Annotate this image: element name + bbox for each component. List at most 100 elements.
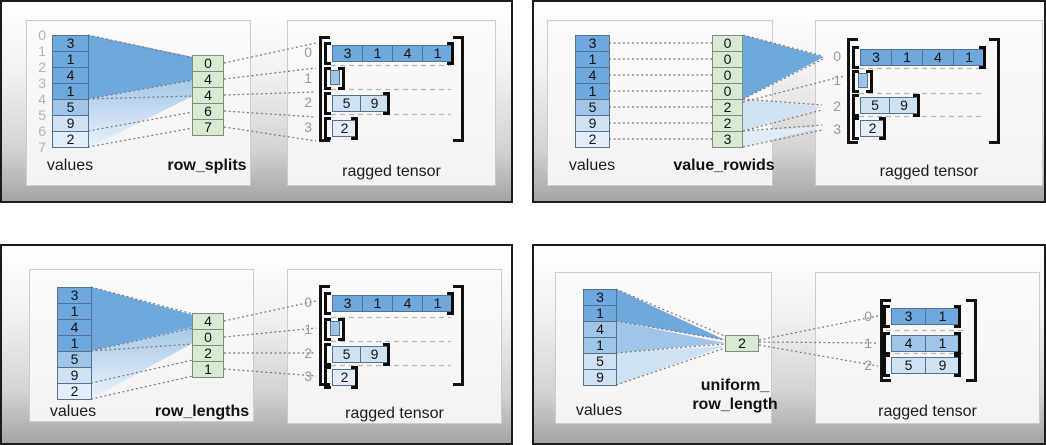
values-cell: 4 — [57, 319, 92, 336]
panel-value-rowids: 3 1 4 1 5 9 2 0 0 0 0 2 2 3 values value… — [532, 0, 1046, 203]
row-bracket-close-icon — [447, 42, 454, 65]
values-cell: 2 — [52, 131, 89, 148]
row-bracket-open-icon — [324, 292, 331, 315]
empty-row-fill — [858, 73, 868, 88]
ragged-tensor-label: ragged tensor — [345, 405, 444, 422]
bracket-close-icon — [453, 285, 464, 386]
row-bracket-open-icon — [324, 67, 331, 90]
row-bracket-open-icon — [324, 42, 331, 65]
values-cell: 1 — [57, 335, 92, 352]
ragged-tensor-label: ragged tensor — [342, 163, 441, 180]
param-cell: 2 — [725, 335, 759, 352]
tensor-cell: 3 — [332, 45, 363, 62]
row-bracket-open-icon — [324, 366, 331, 389]
value-index-label: 0 — [38, 27, 46, 43]
row-index-label: 2 — [864, 357, 872, 373]
param-label: value_rowids — [673, 157, 775, 174]
values-cell: 5 — [52, 99, 89, 116]
values-cell: 1 — [575, 51, 610, 68]
tensor-cell: 1 — [422, 295, 453, 312]
tensor-cell: 4 — [891, 335, 926, 352]
values-cell: 3 — [575, 35, 610, 52]
row-bracket-open-icon — [883, 354, 890, 377]
param-cell: 4 — [192, 87, 224, 104]
ragged-tensor-label: ragged tensor — [879, 163, 979, 180]
values-cell: 1 — [583, 337, 617, 354]
value-index-label: 5 — [38, 107, 46, 123]
param-cell: 4 — [192, 313, 224, 330]
bracket-close-icon — [989, 38, 1000, 144]
param-cell: 0 — [712, 51, 743, 68]
bracket-close-icon — [453, 36, 464, 142]
row-bracket-close-icon — [338, 318, 345, 341]
value-index-label: 3 — [38, 75, 46, 91]
empty-row-fill — [330, 321, 340, 336]
row-index-label: 2 — [833, 98, 841, 114]
row-bracket-open-icon — [852, 46, 859, 69]
row-bracket-close-icon — [954, 332, 961, 355]
tensor-cell: 5 — [332, 95, 361, 112]
row-bracket-close-icon — [954, 305, 961, 328]
bracket-open-icon — [319, 36, 330, 142]
row-index-label: 0 — [864, 308, 872, 324]
row-index-label: 2 — [304, 345, 312, 361]
bracket-close-icon — [966, 299, 977, 382]
tensor-cell: 5 — [860, 97, 890, 114]
bracket-open-icon — [847, 38, 858, 144]
tensor-cell: 3 — [860, 49, 892, 66]
param-cell: 3 — [712, 131, 743, 148]
ragged-tensor-box — [287, 269, 502, 424]
values-cell: 5 — [57, 351, 92, 368]
param-label: row_lengths — [154, 403, 250, 420]
row-bracket-close-icon — [351, 117, 358, 140]
values-label: values — [46, 157, 94, 174]
tensor-cell: 1 — [362, 295, 393, 312]
row-index-label: 0 — [833, 48, 841, 64]
row-index-label: 3 — [304, 368, 312, 384]
values-cell: 1 — [583, 305, 617, 322]
values-cell: 4 — [52, 67, 89, 84]
value-index-label: 4 — [38, 91, 46, 107]
tensor-cell: 3 — [891, 308, 926, 325]
values-cell: 1 — [52, 51, 89, 68]
bracket-open-icon — [880, 299, 891, 382]
param-cell: 7 — [192, 119, 224, 136]
ragged-tensor-label: ragged tensor — [878, 403, 977, 420]
param-cell: 0 — [712, 67, 743, 84]
row-bracket-close-icon — [866, 70, 873, 93]
param-cell: 6 — [192, 103, 224, 120]
row-bracket-close-icon — [351, 366, 358, 389]
row-index-label: 1 — [864, 335, 872, 351]
tensor-cell: 9 — [360, 346, 389, 363]
values-cell: 9 — [575, 115, 610, 132]
param-cell: 4 — [192, 71, 224, 88]
tensor-cell: 3 — [332, 295, 363, 312]
row-bracket-open-icon — [852, 117, 859, 140]
value-index-label: 1 — [38, 43, 46, 59]
param-cell: 2 — [712, 99, 743, 116]
panel-uniform-row-length: 3 1 4 1 5 9 2 values uniform_ row_length… — [532, 244, 1046, 445]
values-cell: 1 — [57, 303, 92, 320]
values-cell: 9 — [57, 367, 92, 384]
values-cell: 4 — [575, 67, 610, 84]
values-cell: 1 — [52, 83, 89, 100]
row-bracket-close-icon — [879, 117, 886, 140]
param-cell: 0 — [192, 329, 224, 346]
row-index-label: 0 — [304, 44, 312, 60]
values-cell: 2 — [575, 131, 610, 148]
param-label: row_splits — [167, 157, 247, 174]
tensor-cell: 5 — [891, 357, 926, 374]
values-cell: 9 — [583, 369, 617, 386]
row-bracket-close-icon — [913, 94, 920, 117]
row-index-label: 3 — [833, 121, 841, 137]
tensor-cell: 5 — [332, 346, 361, 363]
row-bracket-open-icon — [324, 343, 331, 366]
values-label: values — [49, 403, 97, 420]
values-cell: 9 — [52, 115, 89, 132]
param-label: uniform_ row_length — [692, 377, 778, 413]
row-bracket-close-icon — [383, 343, 390, 366]
row-index-label: 3 — [304, 119, 312, 135]
param-cell: 0 — [712, 35, 743, 52]
row-bracket-close-icon — [447, 292, 454, 315]
